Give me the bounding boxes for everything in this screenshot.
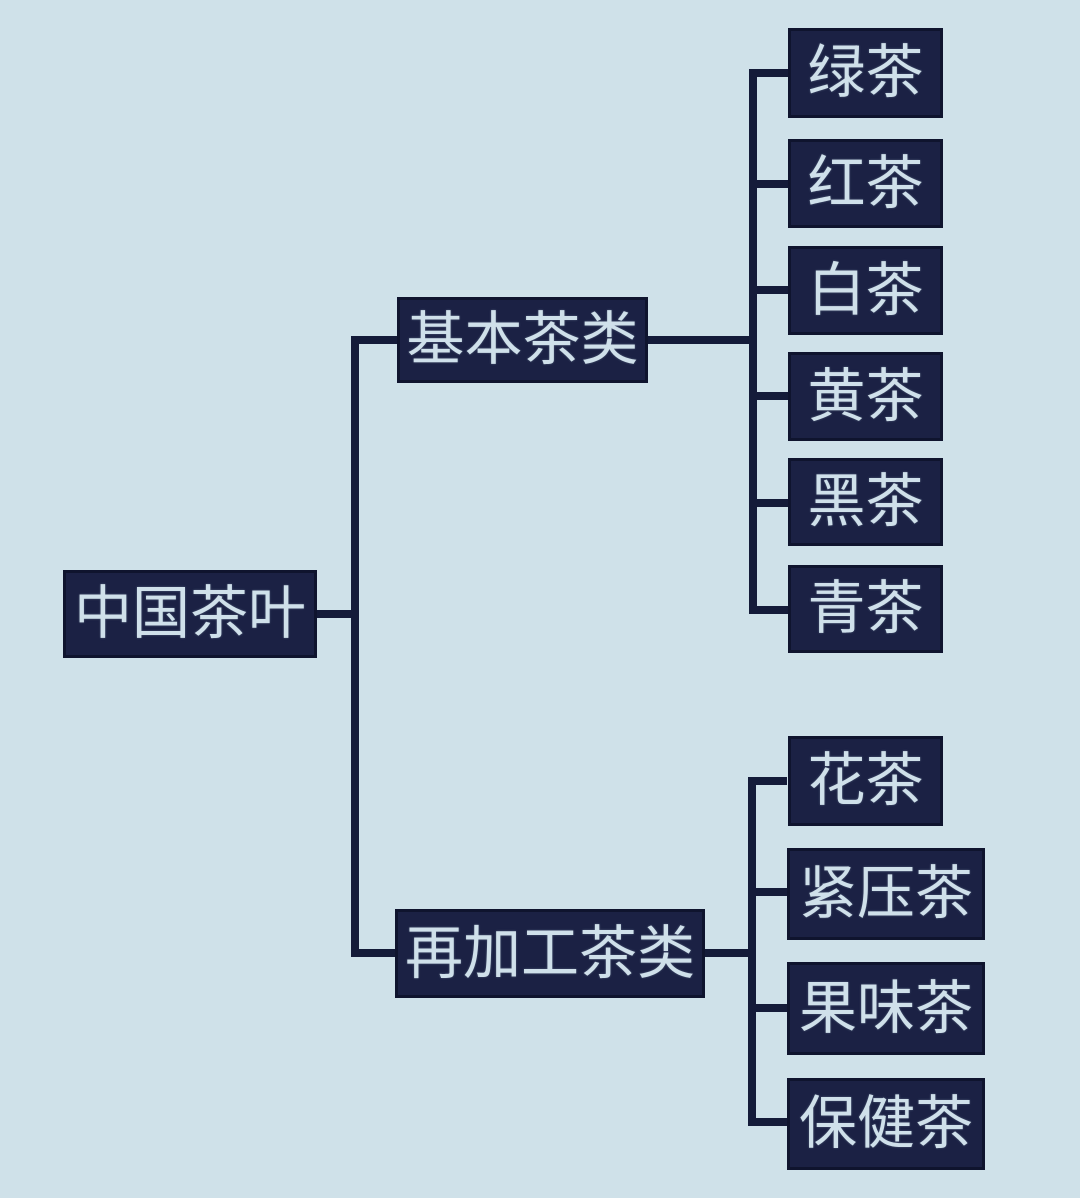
leaf-node-compressed-tea: 紧压茶 [787,848,985,940]
connector-stub-oolong-tea [749,606,788,614]
connector-stub-flower-tea [748,777,787,785]
leaf-node-oolong-tea: 青茶 [788,565,943,653]
connector-reprocessed-left-horizontal [351,949,395,957]
branch-node-basic-tea-types: 基本茶类 [397,297,648,383]
connector-basic-children-vertical [749,69,757,614]
root-node-chinese-tea: 中国茶叶 [63,570,317,658]
leaf-node-dark-tea: 黑茶 [788,458,943,546]
connector-stub-fruit-tea [748,1004,787,1012]
connector-stub-yellow-tea [749,392,788,400]
leaf-node-black-red-tea: 红茶 [788,139,943,228]
connector-stub-white-tea [749,286,788,294]
connector-stub-health-tea [748,1118,787,1126]
connector-stub-black-red-tea [749,180,788,188]
connector-basic-right-horizontal [648,336,757,344]
connector-stub-compressed-tea [748,888,787,896]
connector-trunk-vertical [351,336,359,957]
connector-stub-green-tea [749,69,788,77]
branch-node-reprocessed-tea-types: 再加工茶类 [395,909,705,998]
connector-reprocessed-children-vertical [748,777,756,1126]
leaf-node-fruit-tea: 果味茶 [787,962,985,1055]
connector-stub-dark-tea [749,499,788,507]
connector-basic-left-horizontal [351,336,397,344]
leaf-node-green-tea: 绿茶 [788,28,943,118]
leaf-node-flower-tea: 花茶 [788,736,943,826]
connector-root-horizontal [317,610,359,618]
leaf-node-white-tea: 白茶 [788,246,943,335]
connector-reprocessed-right-horizontal [705,949,756,957]
leaf-node-health-tea: 保健茶 [787,1078,985,1170]
leaf-node-yellow-tea: 黄茶 [788,352,943,441]
